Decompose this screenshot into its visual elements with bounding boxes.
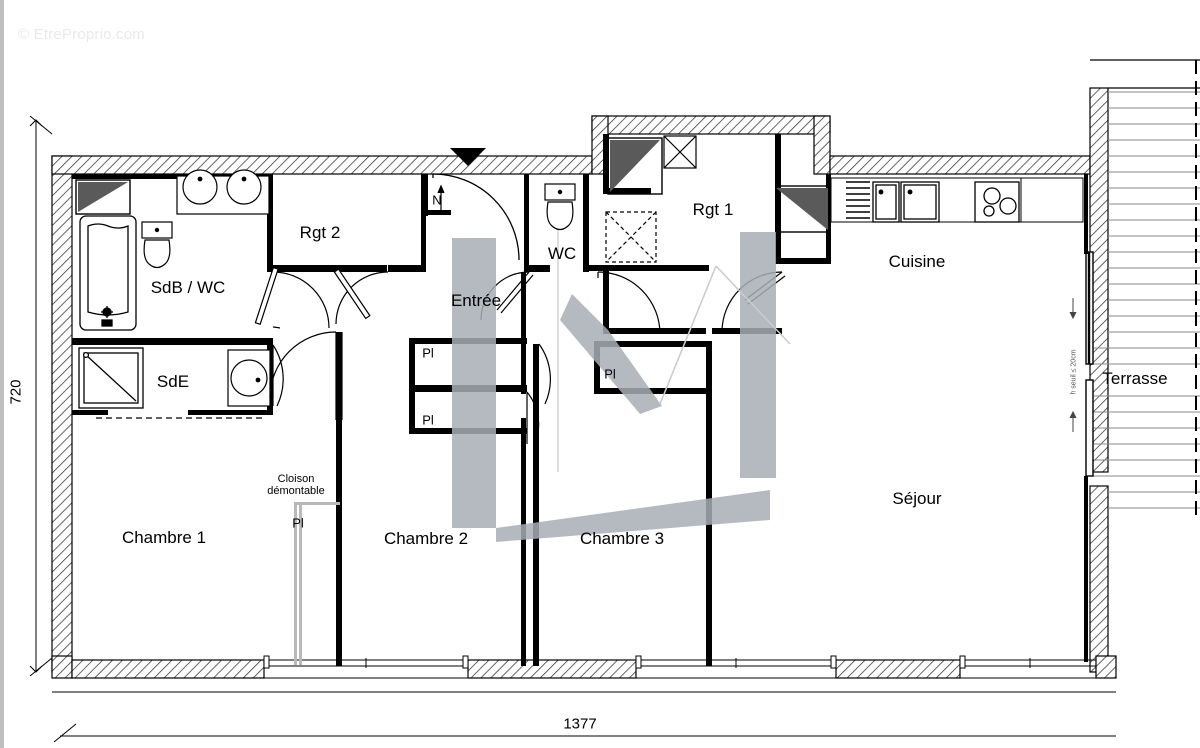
double-vanity-sdb: [176, 169, 270, 215]
door-rgt2-right: [333, 268, 389, 325]
dimension-label-width: 1377: [563, 715, 597, 733]
shaft-dashed-box: [605, 211, 657, 263]
toilet-sdb: [141, 221, 173, 269]
room-label-rgt2: Rgt 2: [299, 223, 341, 242]
dimension-left: [29, 115, 53, 677]
sejour-inner-wall: [1084, 174, 1088, 662]
terrace-top-edge: [1090, 59, 1200, 89]
room-label-chambre1: Chambre 1: [121, 528, 207, 547]
dimension-label-height: 720: [7, 379, 25, 405]
door-sde: [272, 344, 284, 407]
annotation-cloison-demontable: Cloison démontable: [267, 473, 325, 497]
kitchen-radiator: [846, 181, 870, 219]
door-chambre1: [269, 331, 343, 420]
entry-direction-marker: [450, 148, 486, 166]
door-chambre2: [526, 391, 540, 445]
cloison-line-1: Cloison: [277, 473, 315, 485]
toilet-wc: [544, 183, 576, 231]
annotation-threshold-height: h seuil ≤ 20cm: [1070, 349, 1078, 395]
shower-sde: [78, 347, 144, 409]
dimension-bottom: [53, 723, 1116, 743]
left-page-edge: [0, 0, 4, 748]
room-label-wc: WC: [547, 244, 577, 263]
closet-label-pl-chambre3: Pl: [604, 366, 616, 382]
room-label-sdb-wc: SdB / WC: [150, 278, 226, 297]
overlay-watermark-bands: [452, 232, 776, 542]
watermark-etreproprio: © EtreProprio.com: [18, 26, 145, 43]
terrasse-sliding-door: [1085, 251, 1094, 477]
door-chambre3: [538, 343, 551, 405]
north-marker-label: N: [432, 192, 442, 208]
shaft-cross-boxes: [663, 135, 697, 169]
door-rgt1-to-entree: [597, 271, 661, 335]
room-label-terrasse: Terrasse: [1102, 369, 1168, 388]
door-rgt2-left: [254, 266, 330, 329]
kitchen-cooktop: [974, 181, 1020, 223]
technical-ducts: [75, 137, 831, 233]
room-label-entree: Entrée: [450, 291, 502, 310]
room-label-sejour: Séjour: [892, 489, 942, 508]
cloison-line-2: démontable: [267, 485, 325, 497]
kitchen-double-sink: [872, 181, 940, 223]
room-label-sde: SdE: [156, 372, 190, 391]
bathtub: [79, 215, 137, 331]
terrace-deck: [1090, 91, 1200, 509]
north-arrow: [437, 184, 445, 210]
overlay-band-thin: [659, 265, 791, 405]
room-label-chambre3: Chambre 3: [579, 529, 665, 548]
sink-sde: [227, 349, 271, 407]
closet-label-pl-chambre1: Pl: [292, 515, 304, 531]
closet-label-pl-entree-bottom: Pl: [422, 412, 434, 428]
room-label-rgt1: Rgt 1: [692, 200, 734, 219]
closet-label-pl-entree-top: Pl: [422, 345, 434, 361]
door-main-entry: [432, 173, 520, 261]
threshold-arrows: [1069, 298, 1077, 432]
door-sdb: [272, 326, 281, 329]
room-label-chambre2: Chambre 2: [383, 529, 469, 548]
room-label-cuisine: Cuisine: [888, 252, 946, 271]
window-mullions: [365, 658, 1031, 668]
